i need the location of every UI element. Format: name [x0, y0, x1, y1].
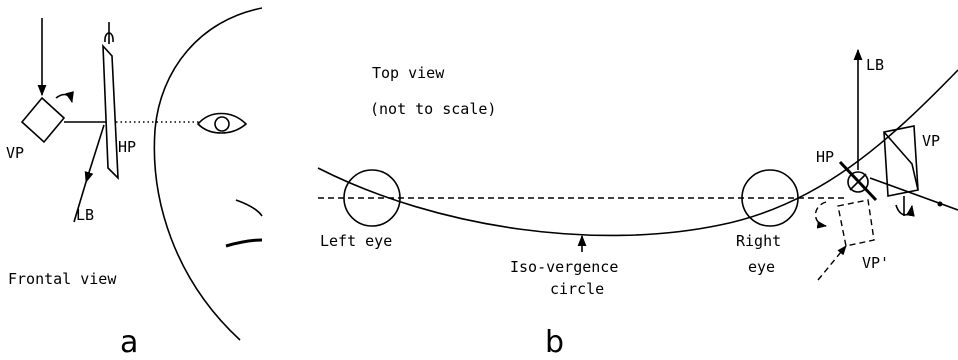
- panel-a: VP HP LB Frontal view a: [6, 7, 263, 360]
- nose-mark: [235, 199, 263, 217]
- hp-cross: [849, 173, 867, 191]
- label-lb-b: LB: [866, 56, 884, 74]
- mouth-mark: [225, 238, 263, 248]
- left-eye-circle: [343, 169, 401, 227]
- vertical-prism-shape: [20, 96, 66, 144]
- face-outline: [153, 7, 263, 341]
- label-right-eye-line2: eye: [748, 258, 775, 276]
- vp-solid-edge: [883, 131, 919, 191]
- caption-frontal-view: Frontal view: [8, 270, 117, 288]
- panel-letter-b: b: [545, 325, 564, 360]
- vp-prime-incoming-beam: [817, 245, 847, 281]
- vp-point-marker: [937, 201, 943, 207]
- label-vp-a: VP: [6, 144, 24, 162]
- vp-prime-dashed-shape: [837, 199, 875, 247]
- iso-vergence-circle-arc: [317, 69, 958, 237]
- label-iso-vergence-line2: circle: [550, 280, 604, 298]
- eye-icon: [196, 112, 248, 134]
- eye-pupil: [214, 116, 230, 132]
- lb-beam-arrow: [84, 124, 105, 184]
- panel-b: Top view (not to scale): [317, 48, 958, 360]
- title-top-view: Top view: [372, 64, 445, 82]
- vp-rotation-arrow-icon: [55, 91, 74, 104]
- lb-beam-line: [73, 181, 87, 223]
- label-lb-a: LB: [76, 206, 94, 224]
- label-vp-prime: VP': [862, 254, 889, 272]
- right-eye-circle: [741, 169, 799, 227]
- label-right-eye-line1: Right: [736, 232, 781, 250]
- subtitle-not-to-scale: (not to scale): [370, 100, 496, 118]
- label-hp-b: HP: [816, 148, 834, 166]
- horizontal-prism-shape: [102, 43, 119, 181]
- label-vp-b: VP: [922, 132, 940, 150]
- vp-diagonal-line: [869, 177, 958, 211]
- vp-prime-rotation-arrow-icon: [814, 201, 827, 229]
- label-hp-a: HP: [118, 138, 136, 156]
- label-iso-vergence-line1: Iso-vergence: [510, 258, 618, 276]
- panel-letter-a: a: [120, 325, 138, 360]
- label-left-eye: Left eye: [320, 232, 392, 250]
- hp-crossed-circle: [847, 171, 869, 193]
